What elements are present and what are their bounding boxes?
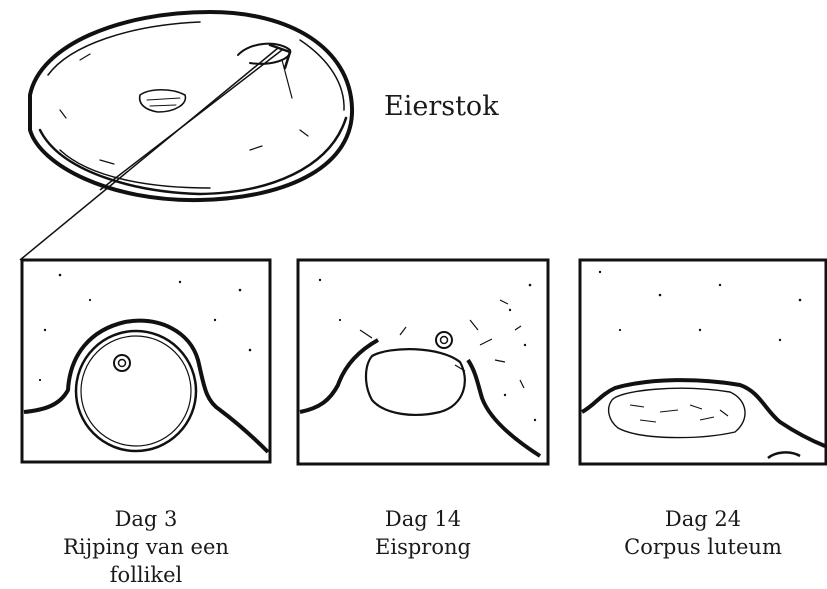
caption-day-3-line2: follikel	[16, 561, 276, 589]
caption-day-14-line1: Eisprong	[293, 533, 553, 561]
caption-day-3-line1: Rijping van een	[16, 533, 276, 561]
caption-day-24: Dag 24 Corpus luteum	[573, 505, 827, 561]
ovary-illustration	[30, 12, 352, 200]
caption-day-3-day: Dag 3	[16, 505, 276, 533]
caption-day-14: Dag 14 Eisprong	[293, 505, 553, 561]
caption-day-3: Dag 3 Rijping van een follikel	[16, 505, 276, 589]
panel-day-24	[580, 260, 826, 464]
panel-day-3	[22, 260, 270, 462]
caption-day-24-day: Dag 24	[573, 505, 827, 533]
caption-day-24-line1: Corpus luteum	[573, 533, 827, 561]
panel-day-14	[298, 260, 548, 464]
caption-day-14-day: Dag 14	[293, 505, 553, 533]
organ-label: Eierstok	[384, 90, 499, 124]
